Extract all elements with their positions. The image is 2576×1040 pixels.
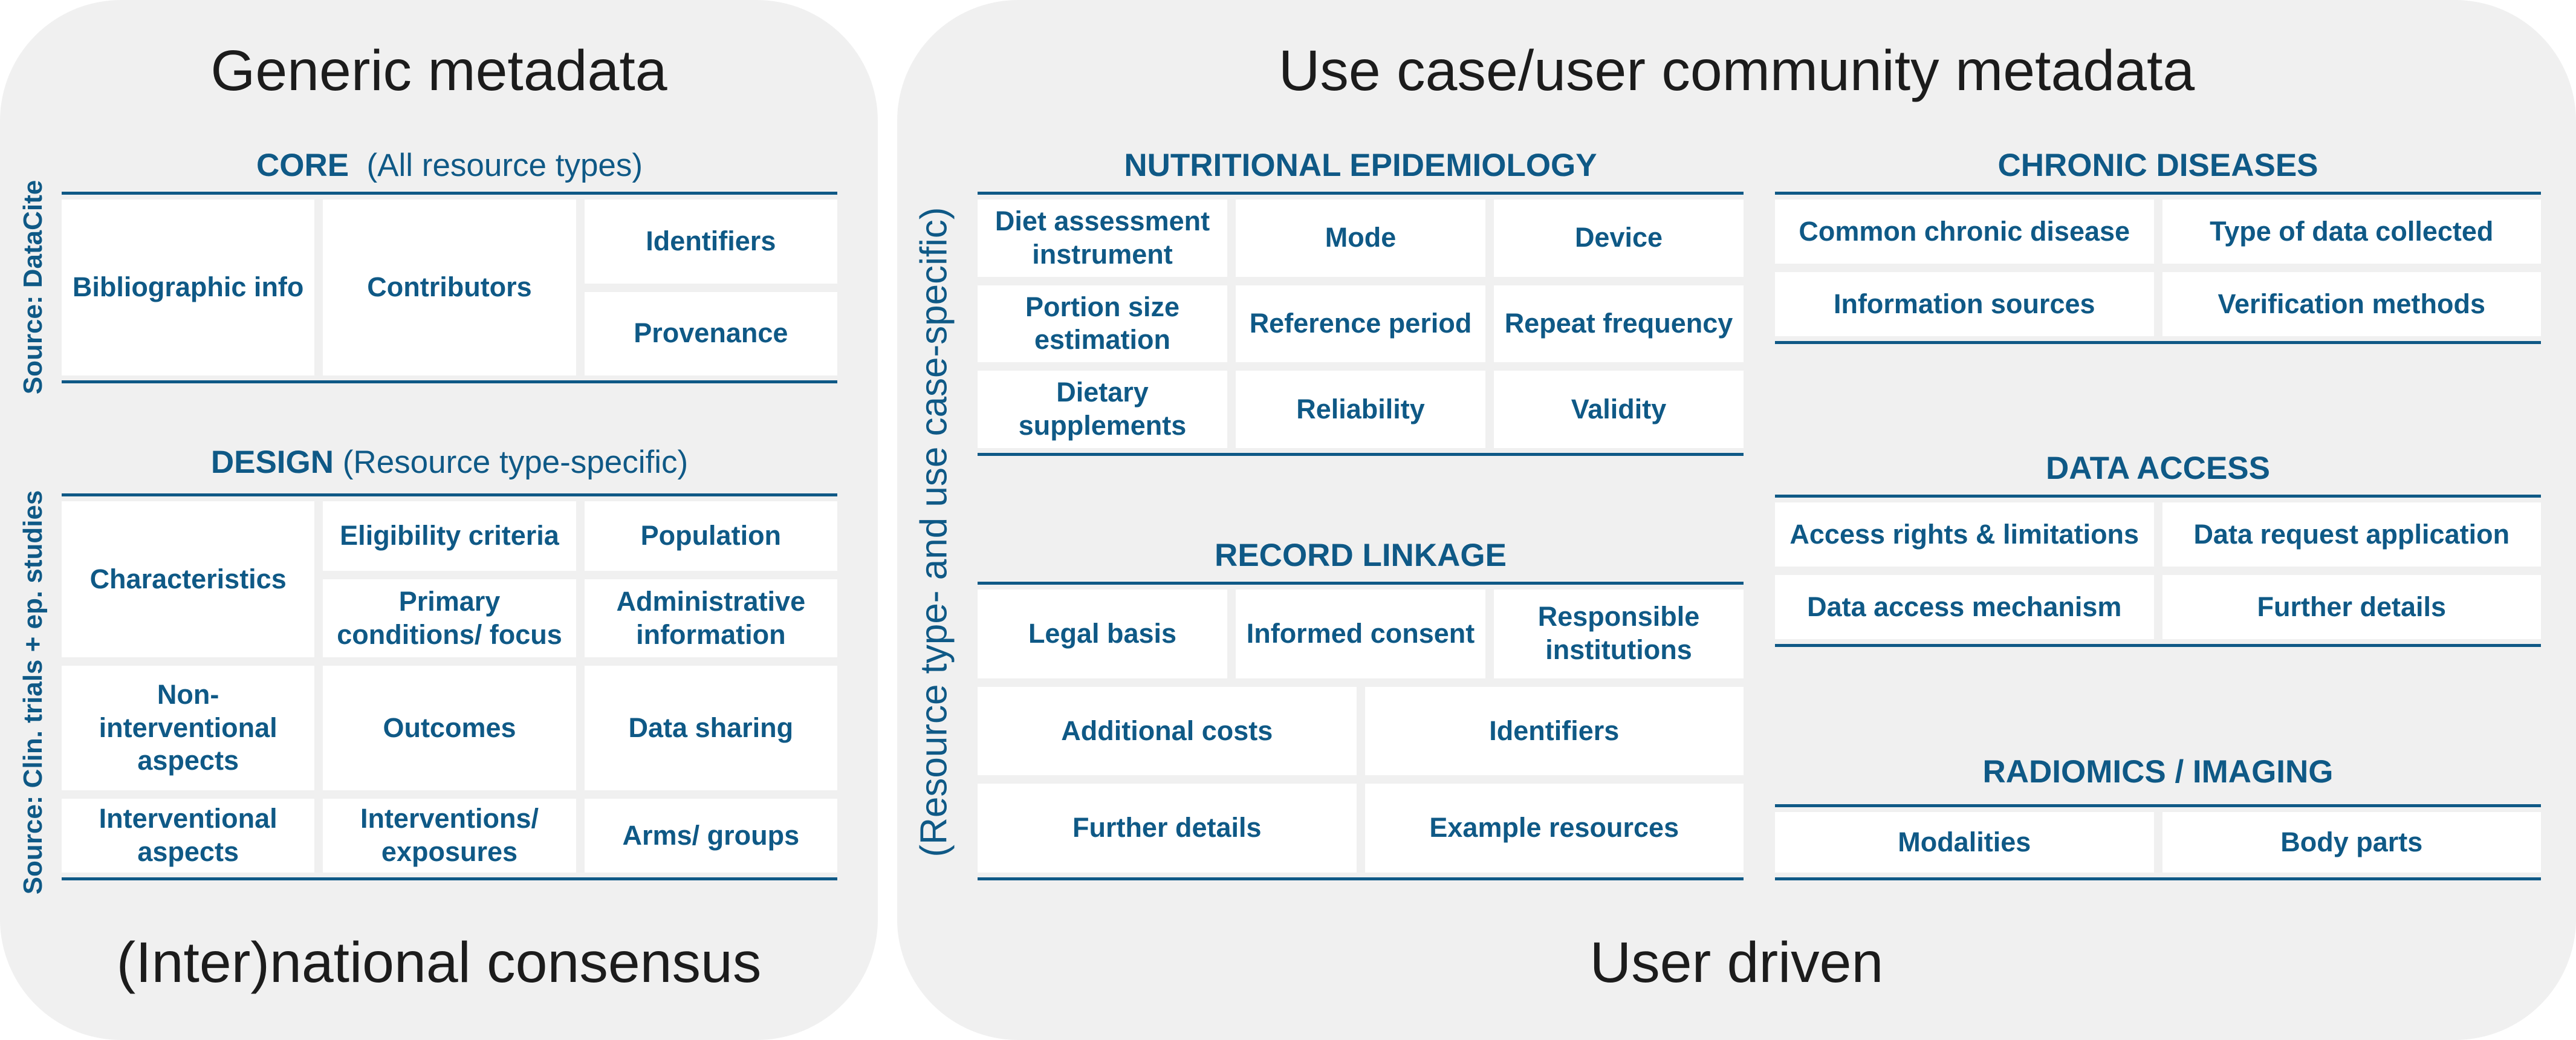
core-heading: CORE (All resource types) xyxy=(62,149,837,181)
cell-population: Population xyxy=(584,501,837,571)
core-subheading: (All resource types) xyxy=(366,148,643,183)
cell-validity: Validity xyxy=(1494,371,1744,448)
cell-further-details-access: Further details xyxy=(2162,575,2541,639)
user-driven-footer: User driven xyxy=(1589,931,1884,995)
design-heading-label: DESIGN xyxy=(210,444,334,480)
cell-example-resources: Example resources xyxy=(1364,784,1744,873)
data-access-heading: DATA ACCESS xyxy=(2046,450,2270,486)
design-heading: DESIGN (Resource type-specific) xyxy=(62,446,837,478)
core-section: Bibliographic info Contributors Identifi… xyxy=(62,192,837,383)
cell-device: Device xyxy=(1494,200,1744,277)
resource-type-side-label: (Resource type- and use case-specific) xyxy=(913,207,955,857)
cell-bibliographic-info: Bibliographic info xyxy=(62,200,315,375)
design-subheading: (Resource type-specific) xyxy=(342,444,689,480)
design-section: Characteristics Eligibility criteria Pop… xyxy=(62,493,837,880)
cell-reliability: Reliability xyxy=(1236,371,1485,448)
record-linkage-section: Legal basis Informed consent Responsible… xyxy=(978,582,1744,880)
cell-type-of-data-collected: Type of data collected xyxy=(2162,200,2541,264)
data-access-section: Access rights & limitations Data request… xyxy=(1775,495,2541,647)
cell-common-chronic-disease: Common chronic disease xyxy=(1775,200,2154,264)
nutritional-epidemiology-heading: NUTRITIONAL EPIDEMIOLOGY xyxy=(1124,148,1597,183)
cell-additional-costs: Additional costs xyxy=(978,686,1357,776)
cell-responsible-institutions: Responsible institutions xyxy=(1494,590,1744,678)
cell-data-access-mechanism: Data access mechanism xyxy=(1775,575,2154,639)
cell-reference-period: Reference period xyxy=(1236,285,1485,363)
source-datacite-label: Source: DataCite xyxy=(18,180,48,395)
cell-verification-methods: Verification methods xyxy=(2162,272,2541,336)
cell-legal-basis: Legal basis xyxy=(978,590,1227,678)
cell-characteristics: Characteristics xyxy=(62,501,315,657)
cell-information-sources: Information sources xyxy=(1775,272,2154,336)
chronic-diseases-heading: CHRONIC DISEASES xyxy=(1997,148,2318,183)
cell-informed-consent: Informed consent xyxy=(1236,590,1485,678)
core-heading-label: CORE xyxy=(256,148,349,183)
cell-further-details-linkage: Further details xyxy=(978,784,1357,873)
cell-identifiers: Identifiers xyxy=(584,200,837,284)
cell-contributors: Contributors xyxy=(323,200,576,375)
cell-diet-assessment-instrument: Diet assessment instrument xyxy=(978,200,1227,277)
cell-interventions-exposures: Interventions/ exposures xyxy=(323,799,576,873)
radiomics-imaging-heading: RADIOMICS / IMAGING xyxy=(1982,754,2334,790)
cell-non-interventional-aspects: Non-interventional aspects xyxy=(62,666,315,790)
chronic-diseases-section: Common chronic disease Type of data coll… xyxy=(1775,192,2541,344)
cell-outcomes: Outcomes xyxy=(323,666,576,790)
cell-dietary-supplements: Dietary supplements xyxy=(978,371,1227,448)
source-clinical-label: Source: Clin. trials + ep. studies xyxy=(18,490,48,895)
cell-modalities: Modalities xyxy=(1775,812,2154,873)
consensus-footer: (Inter)national consensus xyxy=(116,931,762,995)
cell-repeat-frequency: Repeat frequency xyxy=(1494,285,1744,363)
generic-metadata-title: Generic metadata xyxy=(210,39,667,103)
cell-body-parts: Body parts xyxy=(2162,812,2541,873)
cell-arms-groups: Arms/ groups xyxy=(584,799,837,873)
cell-portion-size-estimation: Portion size estimation xyxy=(978,285,1227,363)
cell-primary-conditions: Primary conditions/ focus xyxy=(323,579,576,657)
use-case-metadata-title: Use case/user community metadata xyxy=(1278,39,2195,103)
cell-identifiers-linkage: Identifiers xyxy=(1364,686,1744,776)
record-linkage-heading: RECORD LINKAGE xyxy=(1215,538,1507,573)
cell-eligibility-criteria: Eligibility criteria xyxy=(323,501,576,571)
cell-interventional-aspects: Interventional aspects xyxy=(62,799,315,873)
cell-mode: Mode xyxy=(1236,200,1485,277)
cell-provenance: Provenance xyxy=(584,291,837,375)
cell-data-request-application: Data request application xyxy=(2162,502,2541,567)
nutritional-epidemiology-section: Diet assessment instrument Mode Device P… xyxy=(978,192,1744,456)
radiomics-imaging-section: Modalities Body parts xyxy=(1775,804,2541,880)
cell-access-rights: Access rights & limitations xyxy=(1775,502,2154,567)
cell-administrative-information: Administrative information xyxy=(584,579,837,657)
cell-data-sharing: Data sharing xyxy=(584,666,837,790)
